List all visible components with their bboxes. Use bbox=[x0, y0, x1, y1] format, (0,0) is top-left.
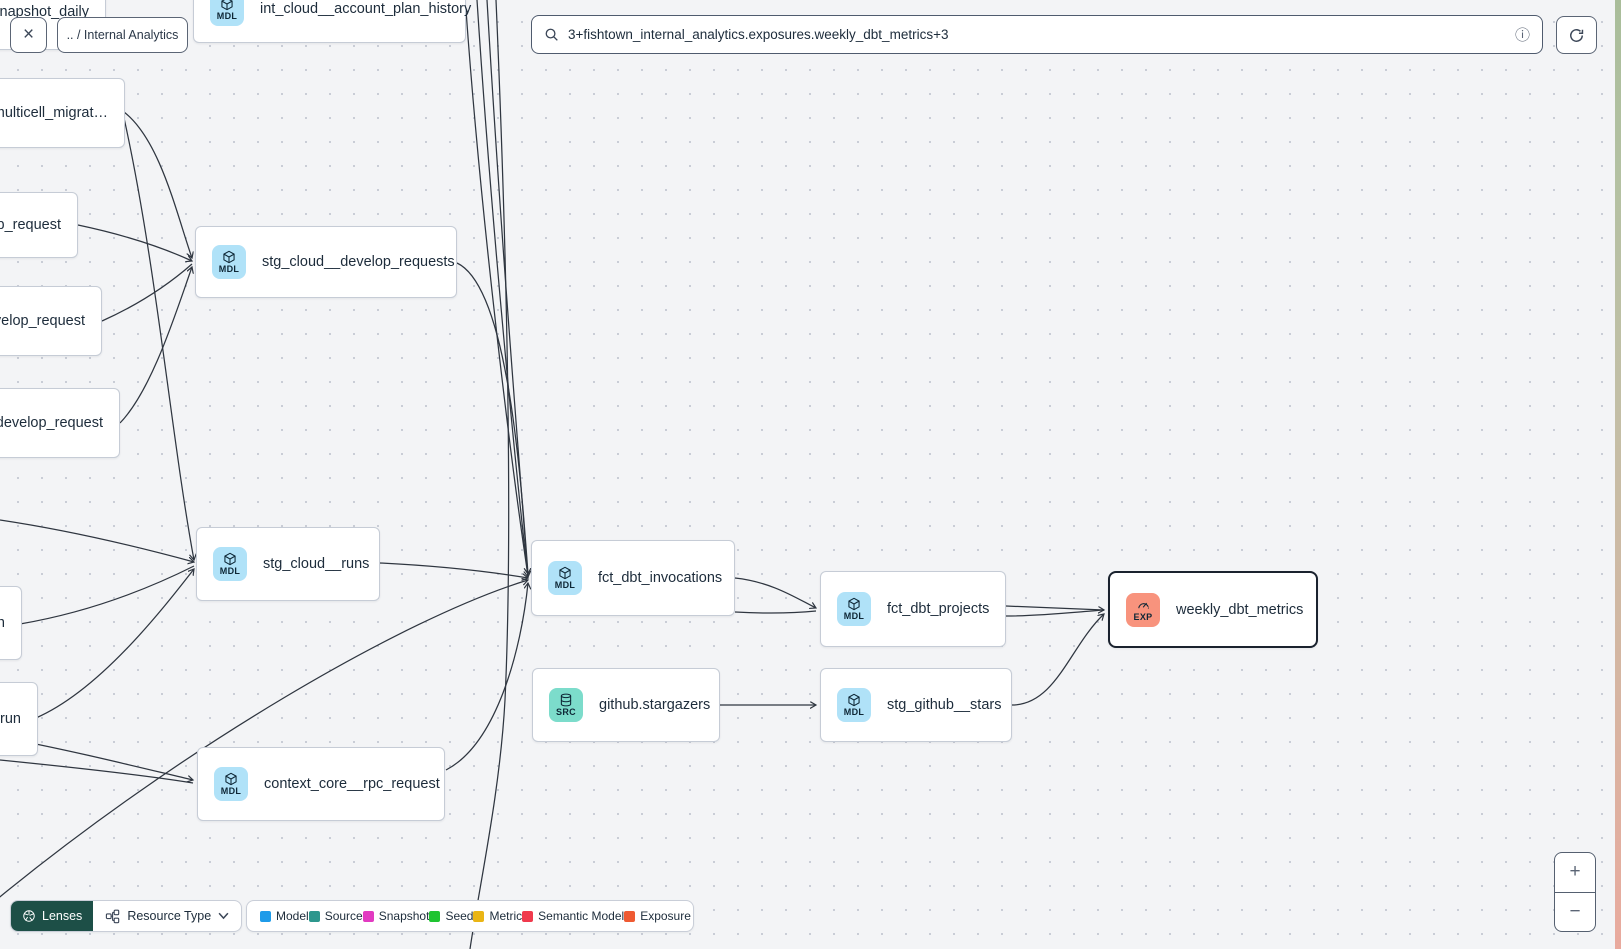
node-github-stargazers[interactable]: SRC github.stargazers bbox=[532, 668, 720, 742]
legend-item-metric: Metric bbox=[473, 909, 522, 923]
search-input[interactable] bbox=[568, 27, 1506, 42]
node-fct-dbt-invocations[interactable]: MDL fct_dbt_invocations bbox=[531, 540, 735, 616]
node-label: velop_request bbox=[0, 313, 85, 329]
model-badge: MDL bbox=[837, 592, 871, 626]
refresh-icon bbox=[1568, 27, 1585, 44]
node-label: run bbox=[0, 711, 21, 727]
legend-item-snapshot: Snapshot bbox=[362, 909, 429, 923]
node-label: context_core__rpc_request bbox=[264, 776, 440, 792]
node-weekly-dbt-metrics[interactable]: EXP weekly_dbt_metrics bbox=[1108, 571, 1318, 648]
node-multicell-migration[interactable]: multicell_migrat… bbox=[0, 78, 125, 148]
node-int-cloud-account-plan-history[interactable]: MDL int_cloud__account_plan_history bbox=[193, 0, 471, 43]
minus-icon: − bbox=[1569, 900, 1581, 922]
zoom-in-button[interactable]: + bbox=[1555, 853, 1595, 893]
legend-item-source: Source bbox=[308, 909, 363, 923]
cube-icon bbox=[224, 552, 236, 566]
exposure-swatch bbox=[624, 910, 636, 922]
legend-item-model: Model bbox=[260, 909, 309, 923]
resource-type-dropdown[interactable]: Resource Type bbox=[93, 901, 241, 931]
node-label: fct_dbt_projects bbox=[887, 601, 990, 617]
node-stg-cloud-runs[interactable]: MDL stg_cloud__runs bbox=[196, 527, 380, 601]
node-stg-cloud-develop-requests[interactable]: MDL stg_cloud__develop_requests bbox=[195, 226, 457, 298]
model-badge: MDL bbox=[214, 767, 248, 801]
lenses-toolbar: Lenses Resource Type bbox=[10, 900, 243, 932]
cube-icon bbox=[559, 566, 571, 580]
legend-item-seed: Seed bbox=[429, 909, 473, 923]
resource-type-legend: Model Source Snapshot Seed Metric Semant… bbox=[246, 900, 694, 932]
breadcrumb[interactable]: .. / Internal Analytics bbox=[57, 17, 188, 53]
exposure-badge: EXP bbox=[1126, 592, 1160, 627]
node-develop-request-1[interactable]: p_request bbox=[0, 192, 78, 258]
node-label: int_cloud__account_plan_history bbox=[260, 1, 472, 17]
node-label: multicell_migrat… bbox=[0, 105, 108, 121]
model-badge: MDL bbox=[837, 688, 871, 722]
resource-type-icon bbox=[105, 909, 120, 924]
database-icon bbox=[560, 693, 572, 707]
node-label: stg_cloud__develop_requests bbox=[262, 254, 455, 270]
cube-icon bbox=[848, 693, 860, 707]
node-label: stg_github__stars bbox=[887, 697, 1002, 713]
cube-icon bbox=[221, 0, 233, 11]
node-label: develop_request bbox=[0, 415, 103, 431]
node-develop-request-3[interactable]: develop_request bbox=[0, 388, 120, 458]
metric-swatch bbox=[473, 910, 485, 922]
close-button[interactable]: × bbox=[10, 17, 47, 53]
node-run-cut[interactable]: run bbox=[0, 682, 38, 756]
model-badge: MDL bbox=[210, 0, 244, 26]
node-label: snapshot_daily bbox=[0, 4, 89, 20]
gauge-icon bbox=[1137, 602, 1149, 609]
node-label: weekly_dbt_metrics bbox=[1176, 601, 1304, 618]
semantic-model-swatch bbox=[522, 910, 534, 922]
source-swatch bbox=[308, 910, 320, 922]
source-badge: SRC bbox=[549, 688, 583, 722]
cube-icon bbox=[848, 597, 860, 611]
zoom-control: + − bbox=[1554, 852, 1596, 932]
node-label: n bbox=[0, 615, 5, 631]
chevron-down-icon bbox=[218, 912, 229, 920]
cube-icon bbox=[225, 772, 237, 786]
node-stg-github-stars[interactable]: MDL stg_github__stars bbox=[820, 668, 1012, 742]
model-swatch bbox=[260, 910, 271, 922]
model-badge: MDL bbox=[213, 547, 247, 581]
plus-icon: + bbox=[1569, 861, 1581, 883]
legend-item-semantic-model: Semantic Model bbox=[522, 909, 624, 923]
node-fct-dbt-projects[interactable]: MDL fct_dbt_projects bbox=[820, 571, 1006, 647]
snapshot-swatch bbox=[362, 910, 374, 922]
search-bar[interactable]: ⓘ bbox=[531, 15, 1543, 54]
node-label: stg_cloud__runs bbox=[263, 556, 370, 572]
search-icon bbox=[544, 27, 559, 42]
node-label: p_request bbox=[0, 217, 61, 233]
node-context-core-rpc-request[interactable]: MDL context_core__rpc_request bbox=[197, 747, 445, 821]
zoom-out-button[interactable]: − bbox=[1555, 893, 1595, 932]
close-icon: × bbox=[22, 24, 35, 45]
seed-swatch bbox=[429, 910, 441, 922]
node-n-cut[interactable]: n bbox=[0, 586, 22, 660]
node-develop-request-2[interactable]: velop_request bbox=[0, 286, 102, 356]
model-badge: MDL bbox=[212, 245, 246, 279]
node-label: fct_dbt_invocations bbox=[598, 570, 723, 586]
cube-icon bbox=[223, 250, 235, 264]
info-icon[interactable]: ⓘ bbox=[1514, 27, 1530, 44]
lens-aperture-icon bbox=[22, 909, 36, 923]
legend-item-exposure: Exposure bbox=[624, 909, 691, 923]
lenses-button[interactable]: Lenses bbox=[11, 901, 94, 931]
refresh-button[interactable] bbox=[1556, 16, 1597, 54]
model-badge: MDL bbox=[548, 561, 582, 595]
desktop-wallpaper-sliver bbox=[1615, 0, 1621, 949]
node-label: github.stargazers bbox=[599, 697, 711, 713]
